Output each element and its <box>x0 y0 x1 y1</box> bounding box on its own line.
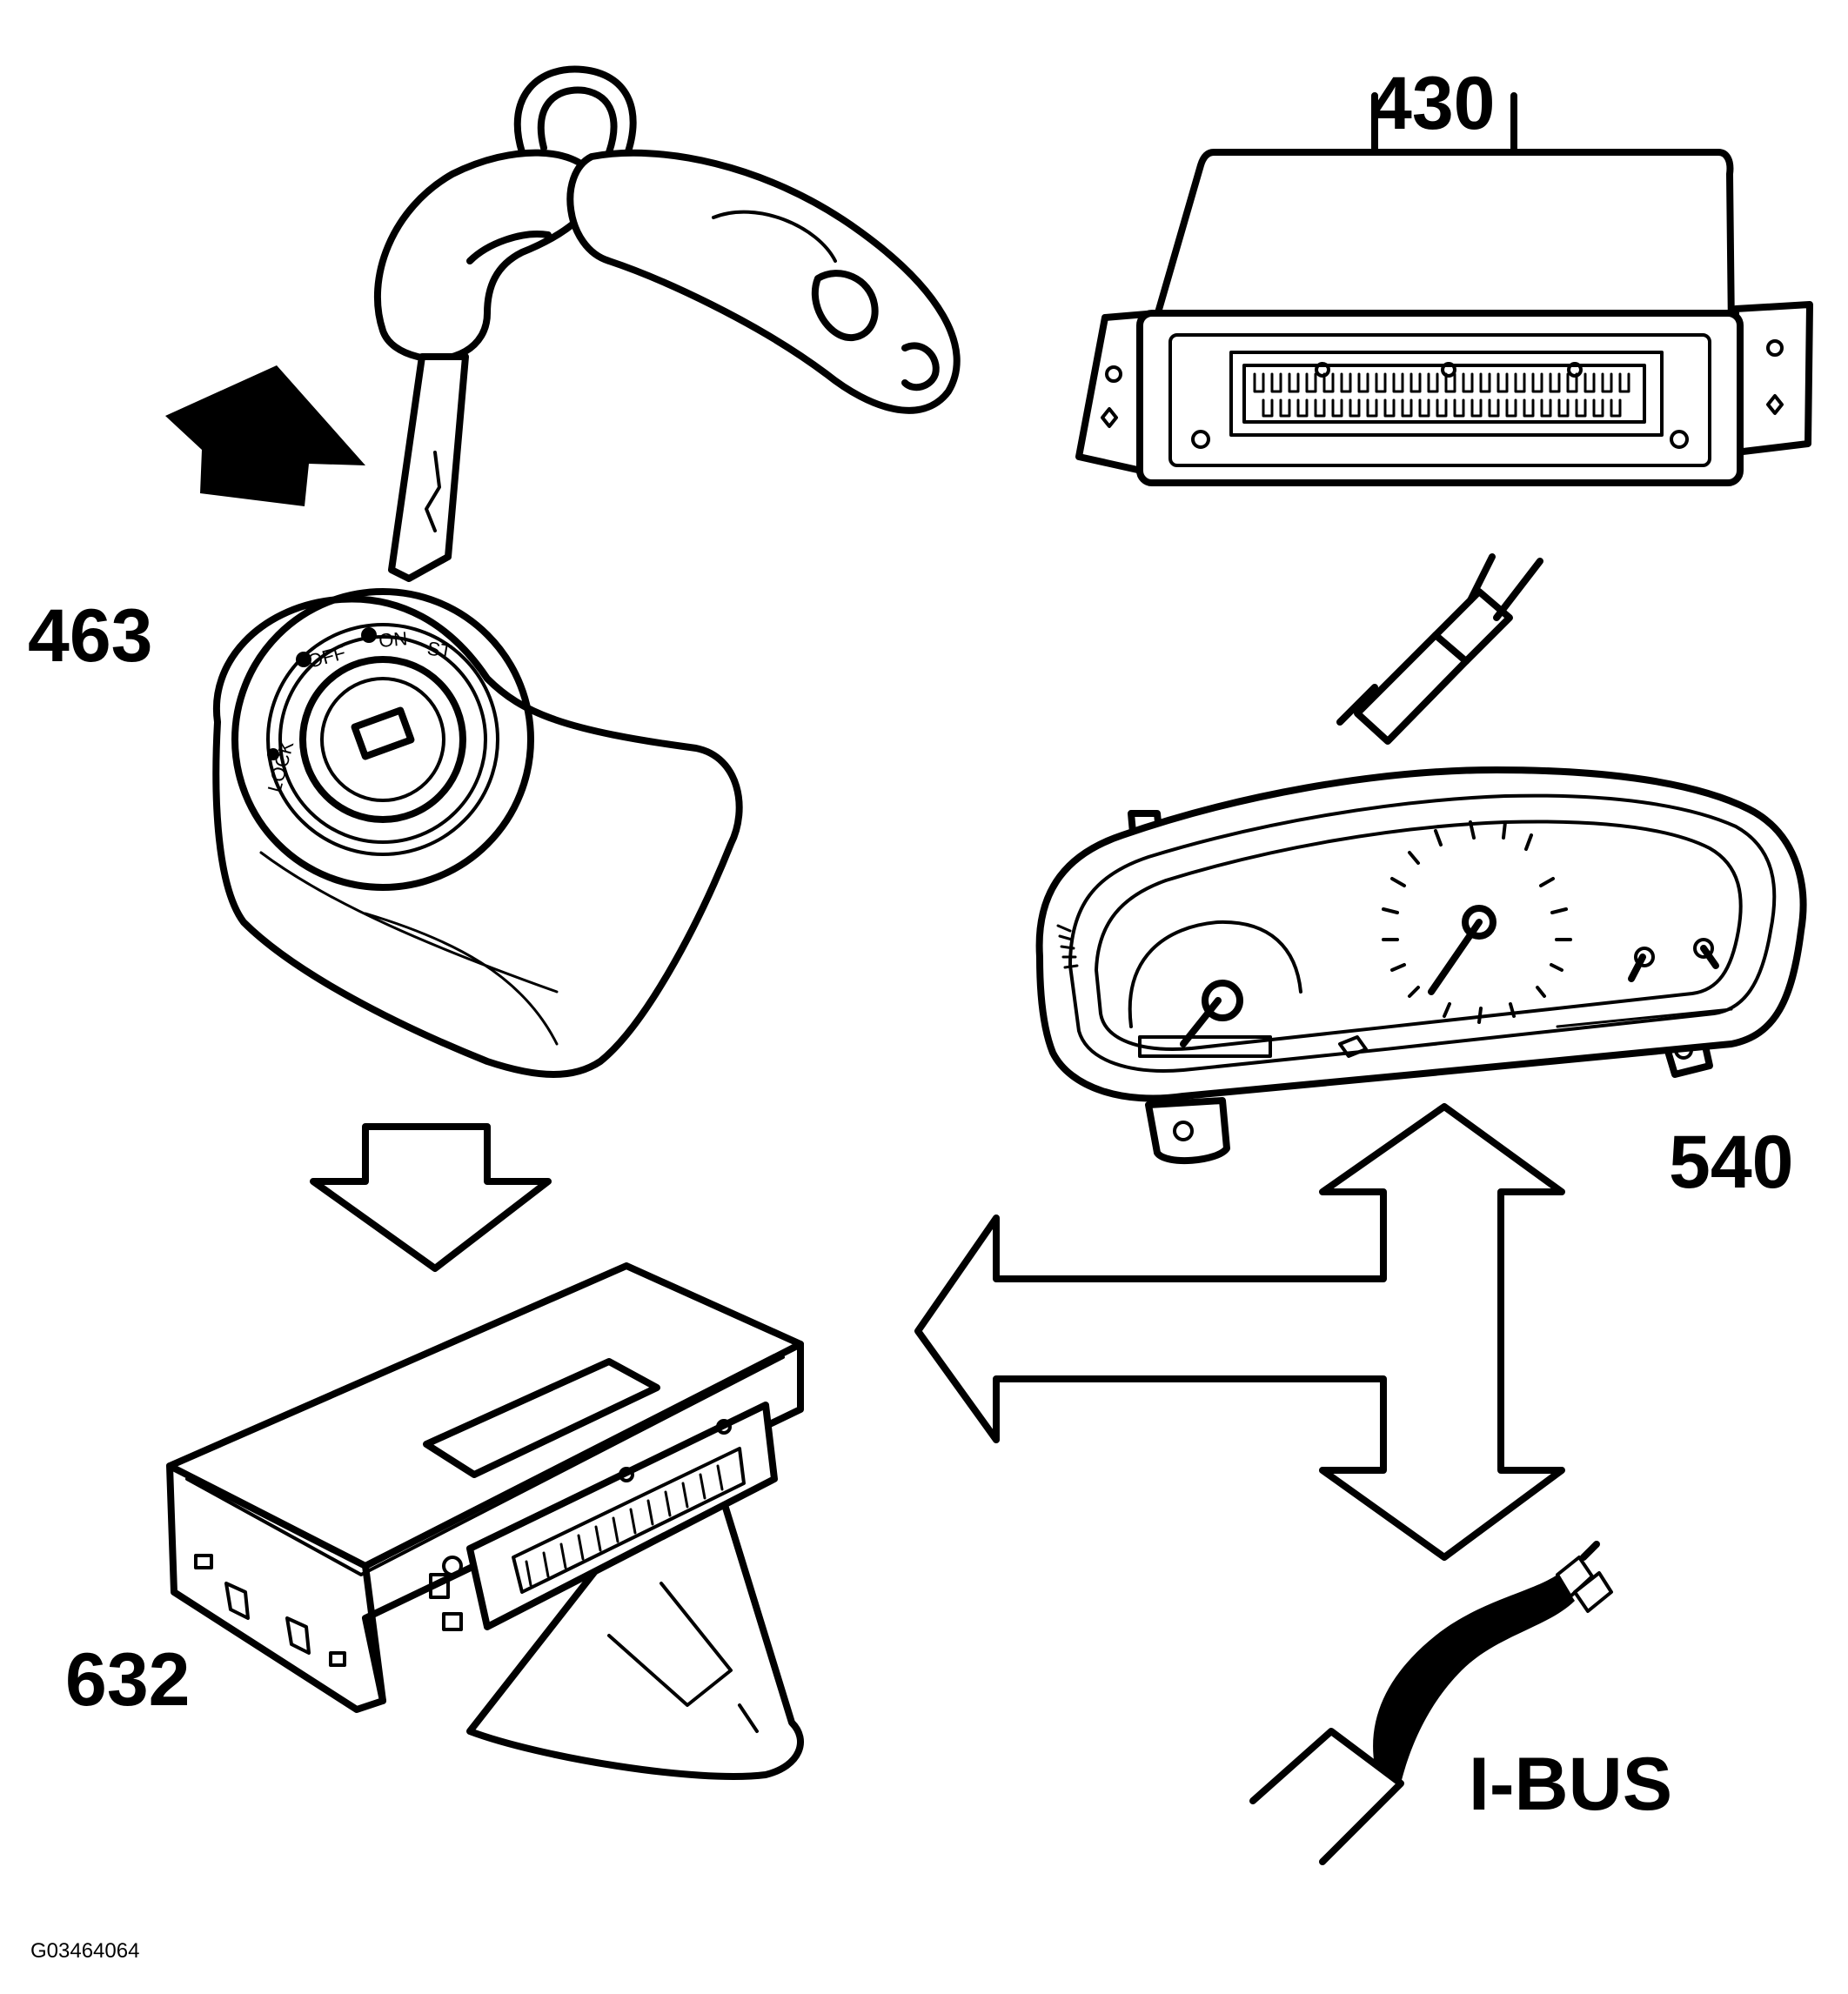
ignition-key-illustration <box>373 65 961 582</box>
switch-label-st: ST <box>425 637 453 663</box>
label-632: 632 <box>65 1638 191 1722</box>
remove-key-arrow-icon <box>165 365 365 506</box>
label-430: 430 <box>1370 62 1496 145</box>
ignition-switch-illustration: OFF ON ST LOCK <box>212 588 743 1078</box>
down-arrow-icon <box>310 1123 552 1272</box>
bus-arrow-icon <box>914 1103 1565 1561</box>
figure-id: G03464064 <box>30 1939 139 1963</box>
ibus-connector-illustration <box>1249 1541 1613 1865</box>
instrument-cluster-illustration <box>1035 766 1807 1165</box>
label-463: 463 <box>28 594 153 678</box>
label-540: 540 <box>1669 1121 1794 1204</box>
label-ibus: I-BUS <box>1469 1743 1672 1826</box>
diagnostic-connector-illustration <box>1336 553 1543 745</box>
module-632-illustration <box>166 1262 804 1780</box>
module-430-illustration: 430 <box>1075 62 1813 486</box>
switch-label-on: ON <box>378 627 408 652</box>
